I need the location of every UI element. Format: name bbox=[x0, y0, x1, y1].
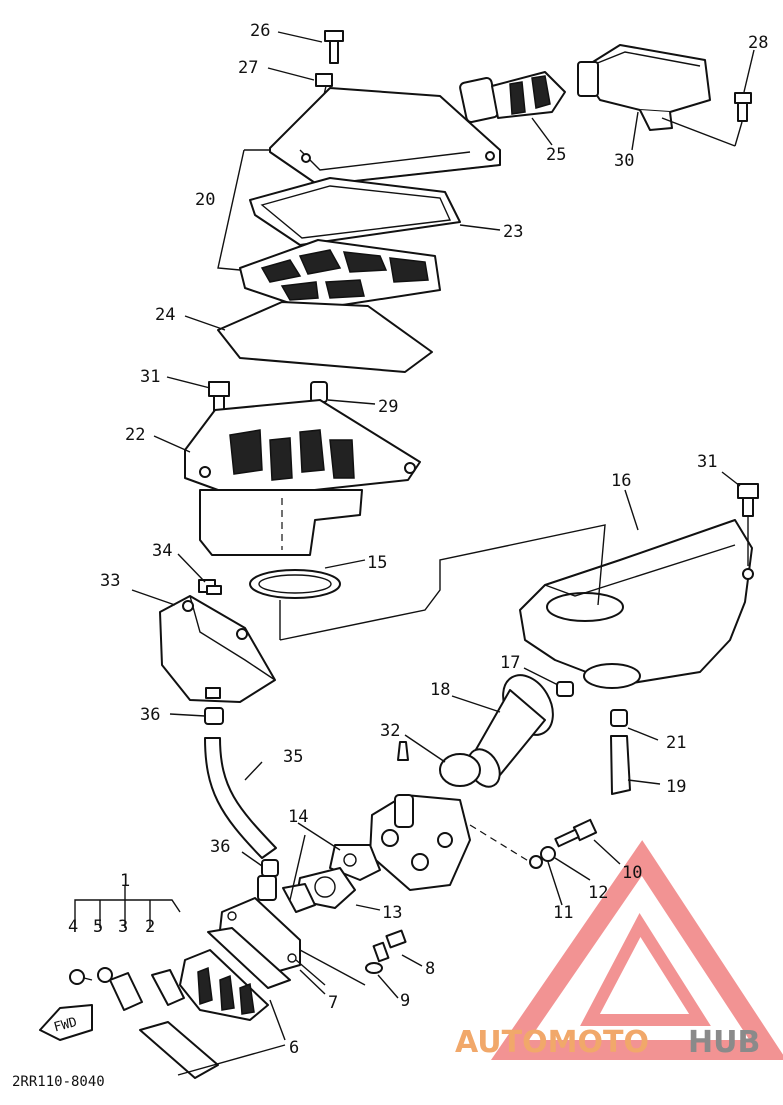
label-18: 18 bbox=[430, 680, 450, 700]
grommet-27 bbox=[315, 73, 333, 87]
bolt-8 bbox=[372, 929, 407, 963]
reed-valve-assembly bbox=[179, 949, 269, 1021]
label-31-right: 31 bbox=[697, 452, 717, 472]
screw-4 bbox=[69, 969, 93, 985]
fwd-label: FWD bbox=[52, 1015, 79, 1036]
clamp-36-upper bbox=[204, 707, 224, 725]
silencer-box-33 bbox=[159, 595, 276, 703]
carburetor bbox=[369, 741, 471, 891]
grommet-21 bbox=[610, 709, 628, 727]
gasket-6-lower bbox=[139, 1021, 219, 1079]
label-12: 12 bbox=[588, 883, 608, 903]
gasket-15 bbox=[249, 569, 341, 599]
label-36-upper: 36 bbox=[140, 705, 160, 725]
label-8: 8 bbox=[425, 959, 435, 979]
screw-10 bbox=[554, 818, 598, 848]
washer-11 bbox=[529, 855, 543, 869]
label-23: 23 bbox=[503, 222, 523, 242]
label-4: 4 bbox=[68, 917, 78, 937]
fwd-arrow bbox=[39, 1004, 93, 1041]
label-1: 1 bbox=[120, 871, 130, 891]
intake-joint-25 bbox=[459, 71, 566, 123]
label-14: 14 bbox=[288, 807, 308, 827]
leader-lines bbox=[131, 31, 755, 1076]
drain-hose-19 bbox=[610, 735, 631, 795]
element-frame bbox=[239, 239, 441, 311]
label-11: 11 bbox=[553, 903, 573, 923]
label-32: 32 bbox=[380, 721, 400, 741]
carburetor-joint-18 bbox=[467, 674, 554, 788]
reed-petal-2 bbox=[151, 969, 185, 1006]
label-19: 19 bbox=[666, 777, 686, 797]
label-16: 16 bbox=[611, 471, 631, 491]
gasket-6-upper bbox=[207, 927, 291, 989]
label-20: 20 bbox=[195, 190, 215, 210]
label-22: 22 bbox=[125, 425, 145, 445]
grommet-29 bbox=[310, 381, 328, 403]
label-3: 3 bbox=[118, 917, 128, 937]
intake-duct-30 bbox=[577, 44, 711, 131]
bolt-28 bbox=[734, 92, 752, 122]
label-17: 17 bbox=[500, 653, 520, 673]
label-9: 9 bbox=[400, 991, 410, 1011]
label-36-lower: 36 bbox=[210, 837, 230, 857]
label-31-left: 31 bbox=[140, 367, 160, 387]
label-25: 25 bbox=[546, 145, 566, 165]
watermark-text: AUTOMOTO HUB bbox=[455, 1025, 760, 1060]
label-24: 24 bbox=[155, 305, 175, 325]
label-28: 28 bbox=[748, 33, 768, 53]
grommet-17 bbox=[556, 681, 574, 697]
label-6: 6 bbox=[289, 1038, 299, 1058]
label-13: 13 bbox=[382, 903, 402, 923]
label-2: 2 bbox=[145, 917, 155, 937]
bolt-31-right bbox=[737, 483, 759, 517]
part-labels: 26 27 28 25 30 20 23 24 31 29 22 31 16 3… bbox=[52, 21, 768, 1058]
watermark-logo bbox=[490, 840, 783, 1060]
drawing-code: 2RR110-8040 bbox=[12, 1074, 105, 1090]
bolt-26 bbox=[324, 30, 344, 64]
label-26: 26 bbox=[250, 21, 270, 41]
label-34: 34 bbox=[152, 541, 172, 561]
reed-stopper-3 bbox=[109, 972, 143, 1011]
label-5: 5 bbox=[93, 917, 103, 937]
intake-manifold-7 bbox=[219, 875, 301, 976]
washer-5 bbox=[97, 967, 113, 983]
airbox-cover bbox=[269, 87, 501, 186]
watermark-text-hub: HUB bbox=[688, 1025, 760, 1060]
label-10: 10 bbox=[622, 863, 642, 883]
label-15: 15 bbox=[367, 553, 387, 573]
label-35: 35 bbox=[283, 747, 303, 767]
airbox-case-22 bbox=[184, 399, 421, 556]
filter-element-24 bbox=[217, 301, 433, 373]
clamp-36-lower bbox=[261, 859, 279, 877]
clamp-32 bbox=[439, 753, 481, 787]
breather-hose-35 bbox=[204, 737, 277, 859]
label-30: 30 bbox=[614, 151, 634, 171]
label-27: 27 bbox=[238, 58, 258, 78]
label-7: 7 bbox=[328, 993, 338, 1013]
label-33: 33 bbox=[100, 571, 120, 591]
label-29: 29 bbox=[378, 397, 398, 417]
washer-12 bbox=[540, 846, 556, 862]
washer-9 bbox=[365, 962, 383, 974]
bolt-34 bbox=[198, 579, 222, 595]
label-21: 21 bbox=[666, 733, 686, 753]
main-airbox-16 bbox=[519, 519, 754, 689]
watermark-text-automoto: AUTOMOTO bbox=[455, 1025, 649, 1060]
